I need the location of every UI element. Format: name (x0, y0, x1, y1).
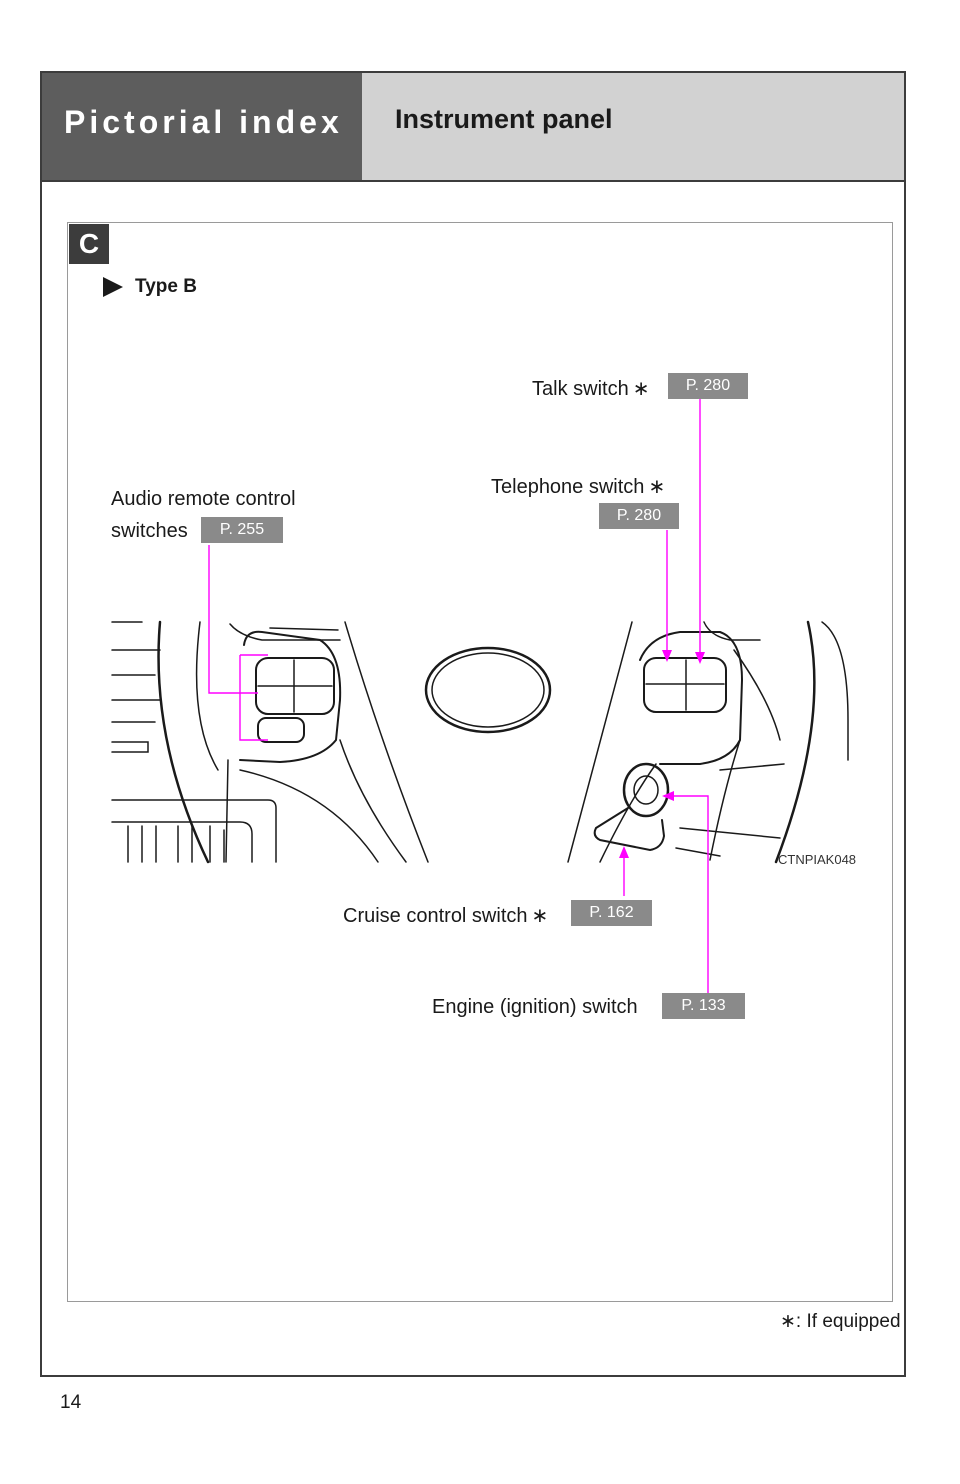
page-heading: Instrument panel (395, 104, 613, 134)
talk-switch-page-ref[interactable]: P. 280 (668, 373, 748, 399)
cruise-control-page-ref[interactable]: P. 162 (571, 900, 652, 926)
arrow-right-icon (103, 277, 123, 297)
type-label: Type B (135, 276, 197, 297)
footnote: ∗: If equipped (780, 1310, 901, 1333)
page-number: 14 (60, 1392, 82, 1413)
section-title: Pictorial index (64, 104, 343, 140)
content-panel (67, 222, 893, 1302)
telephone-switch-label: Telephone switch∗ (491, 476, 666, 498)
panel-tab-letter: C (69, 224, 109, 264)
header-section-block (40, 71, 362, 182)
cruise-control-label: Cruise control switch∗ (343, 905, 549, 927)
engine-switch-label: Engine (ignition) switch (432, 996, 638, 1018)
diagram-code: CTNPIAK048 (778, 852, 857, 867)
footnote-star: ∗ (780, 1311, 796, 1332)
telephone-switch-page-ref[interactable]: P. 280 (599, 503, 679, 529)
engine-switch-page-ref[interactable]: P. 133 (662, 993, 745, 1019)
page-frame (40, 71, 906, 1377)
talk-switch-label: Talk switch∗ (532, 378, 650, 400)
header-title-block (362, 71, 906, 182)
footnote-text: : If equipped (795, 1311, 901, 1332)
audio-switch-label-line2: switches (111, 520, 188, 542)
header-divider (40, 180, 906, 182)
audio-switch-label-line1: Audio remote control (111, 488, 296, 510)
audio-switch-page-ref[interactable]: P. 255 (201, 517, 283, 543)
type-heading: Type B (103, 276, 197, 298)
